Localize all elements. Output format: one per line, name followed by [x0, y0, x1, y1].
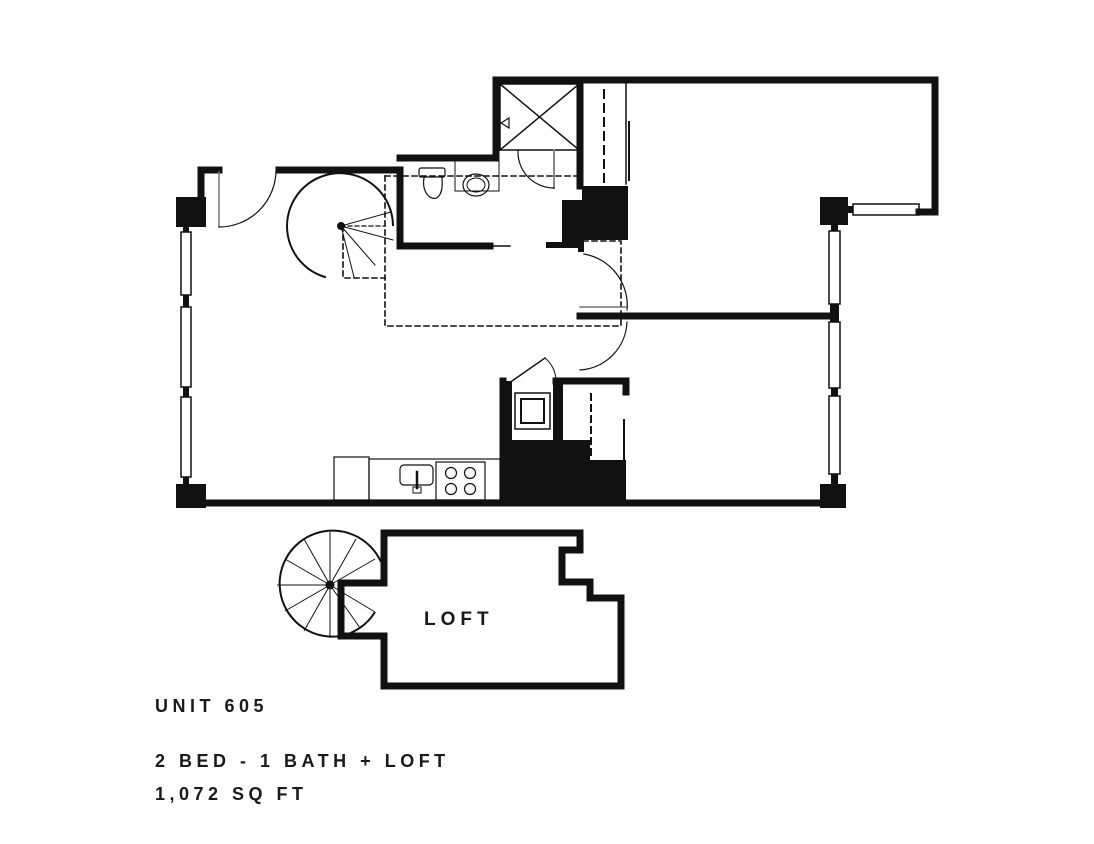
kitchen [333, 456, 501, 501]
spiral-stair [286, 172, 395, 279]
east-windows [828, 203, 920, 484]
column-ne [820, 197, 848, 225]
cooktop [435, 461, 486, 501]
entry-wall [197, 166, 223, 201]
main-level [176, 76, 939, 508]
column-se [820, 484, 846, 508]
loft-spiral-stair [277, 529, 382, 638]
unit-area: 1,072 SQ FT [155, 784, 308, 804]
loft-level [277, 529, 625, 690]
toilet [418, 167, 446, 199]
shower [498, 82, 581, 152]
entry-door-swing [218, 169, 277, 228]
column-sw [176, 484, 206, 508]
bath-sink [454, 160, 500, 197]
washer-dryer [514, 392, 551, 430]
column-nw [176, 197, 206, 227]
bath-wall [396, 166, 494, 250]
west-windows [180, 227, 192, 484]
bedroom-door-swing [583, 253, 628, 311]
loft-room-label: LOFT [424, 609, 494, 630]
kitchen-sink [399, 464, 434, 494]
unit-number: UNIT 605 [155, 696, 269, 716]
chase [546, 186, 628, 252]
unit-layout: 2 BED - 1 BATH + LOFT [155, 751, 450, 771]
